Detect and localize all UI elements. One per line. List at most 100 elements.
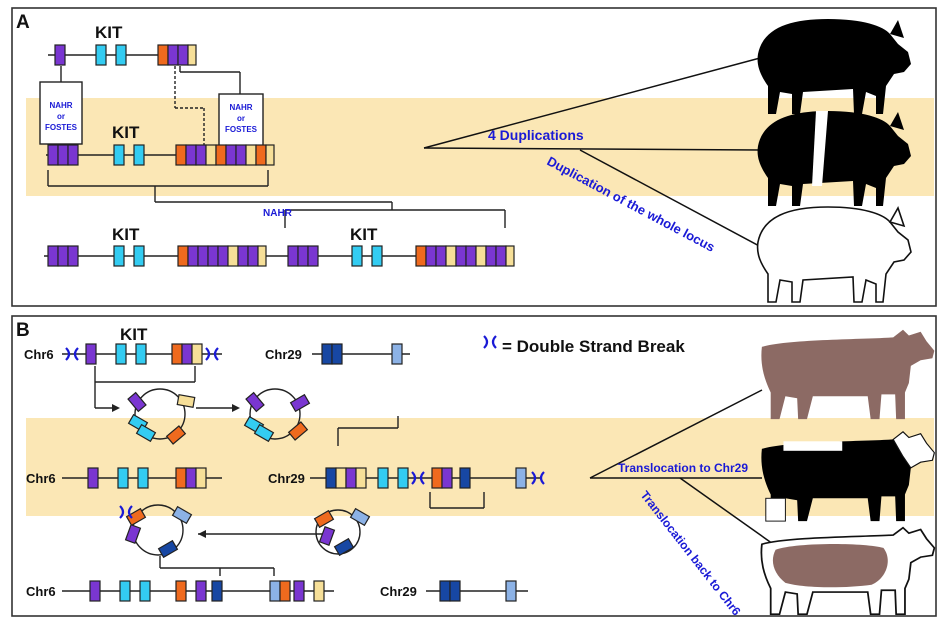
gene-fragment-tan bbox=[177, 395, 194, 408]
gene-box-tan bbox=[192, 344, 202, 364]
pig-white-icon bbox=[758, 207, 911, 302]
gene-box-purple bbox=[298, 246, 308, 266]
gene-box-orange bbox=[178, 246, 188, 266]
gene-box-purple bbox=[248, 246, 258, 266]
gene-box-purple bbox=[168, 45, 178, 65]
gene-fragment-purple bbox=[320, 527, 335, 545]
gene-box-purple bbox=[496, 246, 506, 266]
gene-box-cyan bbox=[378, 468, 388, 488]
gene-box-purple bbox=[90, 581, 100, 601]
gene-box-lightblue bbox=[270, 581, 280, 601]
gene-box-orange bbox=[432, 468, 442, 488]
double-strand-break-icon bbox=[484, 336, 496, 348]
gene-fragment-purple bbox=[126, 525, 141, 543]
svg-text:FOSTES: FOSTES bbox=[45, 123, 78, 132]
gene-box-purple bbox=[294, 581, 304, 601]
gene-box-purple bbox=[442, 468, 452, 488]
kit-label-row1: KIT bbox=[95, 23, 123, 42]
gene-box-orange bbox=[176, 581, 186, 601]
svg-text:or: or bbox=[237, 114, 245, 123]
gene-box-cyan bbox=[96, 45, 106, 65]
gene-box-orange bbox=[216, 145, 226, 165]
gene-box-cyan bbox=[134, 145, 144, 165]
gene-box-purple bbox=[88, 468, 98, 488]
gene-box-tan bbox=[196, 468, 206, 488]
chr29-label-row1: Chr29 bbox=[265, 347, 302, 362]
svg-text:or: or bbox=[57, 112, 65, 121]
gene-box-lightblue bbox=[392, 344, 402, 364]
arrow-head-in bbox=[112, 404, 120, 412]
gene-box-purple bbox=[86, 344, 96, 364]
gene-box-cyan bbox=[138, 468, 148, 488]
kit-label-row3-right: KIT bbox=[350, 225, 378, 244]
gene-fragment-navy bbox=[335, 539, 354, 556]
gene-box-cyan bbox=[116, 45, 126, 65]
svg-text:NAHR: NAHR bbox=[229, 103, 252, 112]
arrow-head-row2 bbox=[198, 530, 206, 538]
gene-box-cyan bbox=[114, 246, 124, 266]
gene-box-purple bbox=[48, 145, 58, 165]
nahr-label: NAHR bbox=[263, 208, 293, 219]
gene-box-cyan bbox=[140, 581, 150, 601]
gene-box-navy bbox=[332, 344, 342, 364]
gene-box-purple bbox=[55, 45, 65, 65]
dsb-legend: = Double Strand Break bbox=[502, 337, 685, 356]
gene-box-purple bbox=[68, 145, 78, 165]
gene-box-cyan bbox=[118, 468, 128, 488]
gene-box-orange bbox=[176, 145, 186, 165]
gene-box-navy bbox=[322, 344, 332, 364]
gene-box-lightblue bbox=[506, 581, 516, 601]
gene-box-orange bbox=[176, 468, 186, 488]
gene-box-tan bbox=[314, 581, 324, 601]
gene-box-purple bbox=[288, 246, 298, 266]
gene-box-cyan bbox=[136, 344, 146, 364]
gene-box-purple bbox=[238, 246, 248, 266]
gene-box-tan bbox=[228, 246, 238, 266]
cow-brown-icon bbox=[761, 330, 934, 419]
gene-box-purple bbox=[436, 246, 446, 266]
gene-box-cyan bbox=[114, 145, 124, 165]
gene-box-purple bbox=[226, 145, 236, 165]
gene-box-orange bbox=[256, 145, 266, 165]
gene-box-purple bbox=[186, 468, 196, 488]
gene-box-purple bbox=[68, 246, 78, 266]
chr6-label-row2: Chr6 bbox=[26, 471, 56, 486]
gene-box-tan bbox=[446, 246, 456, 266]
gene-box-cyan bbox=[134, 246, 144, 266]
gene-fragment-purple bbox=[246, 393, 264, 412]
gene-box-cyan bbox=[116, 344, 126, 364]
gene-box-navy bbox=[460, 468, 470, 488]
gene-box-purple bbox=[178, 45, 188, 65]
gene-box-purple bbox=[236, 145, 246, 165]
gene-box-tan bbox=[476, 246, 486, 266]
gene-box-navy bbox=[450, 581, 460, 601]
gene-box-orange bbox=[280, 581, 290, 601]
gene-box-navy bbox=[212, 581, 222, 601]
gene-box-purple bbox=[58, 145, 68, 165]
gene-box-tan bbox=[258, 246, 266, 266]
gene-box-tan bbox=[266, 145, 274, 165]
gene-box-purple bbox=[208, 246, 218, 266]
gene-box-orange bbox=[158, 45, 168, 65]
gene-box-lightblue bbox=[516, 468, 526, 488]
gene-box-orange bbox=[172, 344, 182, 364]
gene-box-cyan bbox=[120, 581, 130, 601]
gene-box-purple bbox=[466, 246, 476, 266]
gene-box-navy bbox=[440, 581, 450, 601]
gene-box-tan bbox=[336, 468, 346, 488]
svg-text:FOSTES: FOSTES bbox=[225, 125, 258, 134]
chr6-label-row3: Chr6 bbox=[26, 584, 56, 599]
gene-box-tan bbox=[506, 246, 514, 266]
gene-box-purple bbox=[196, 581, 206, 601]
gene-box-purple bbox=[346, 468, 356, 488]
gene-box-tan bbox=[188, 45, 196, 65]
arrow-head-circle bbox=[232, 404, 240, 412]
branch-label-chr29: Translocation to Chr29 bbox=[618, 461, 748, 475]
gene-box-tan bbox=[356, 468, 366, 488]
gene-box-orange bbox=[416, 246, 426, 266]
gene-box-purple bbox=[58, 246, 68, 266]
branch-label-4-duplications: 4 Duplications bbox=[488, 127, 584, 143]
gene-box-cyan bbox=[352, 246, 362, 266]
gene-box-purple bbox=[186, 145, 196, 165]
svg-text:NAHR: NAHR bbox=[49, 101, 72, 110]
